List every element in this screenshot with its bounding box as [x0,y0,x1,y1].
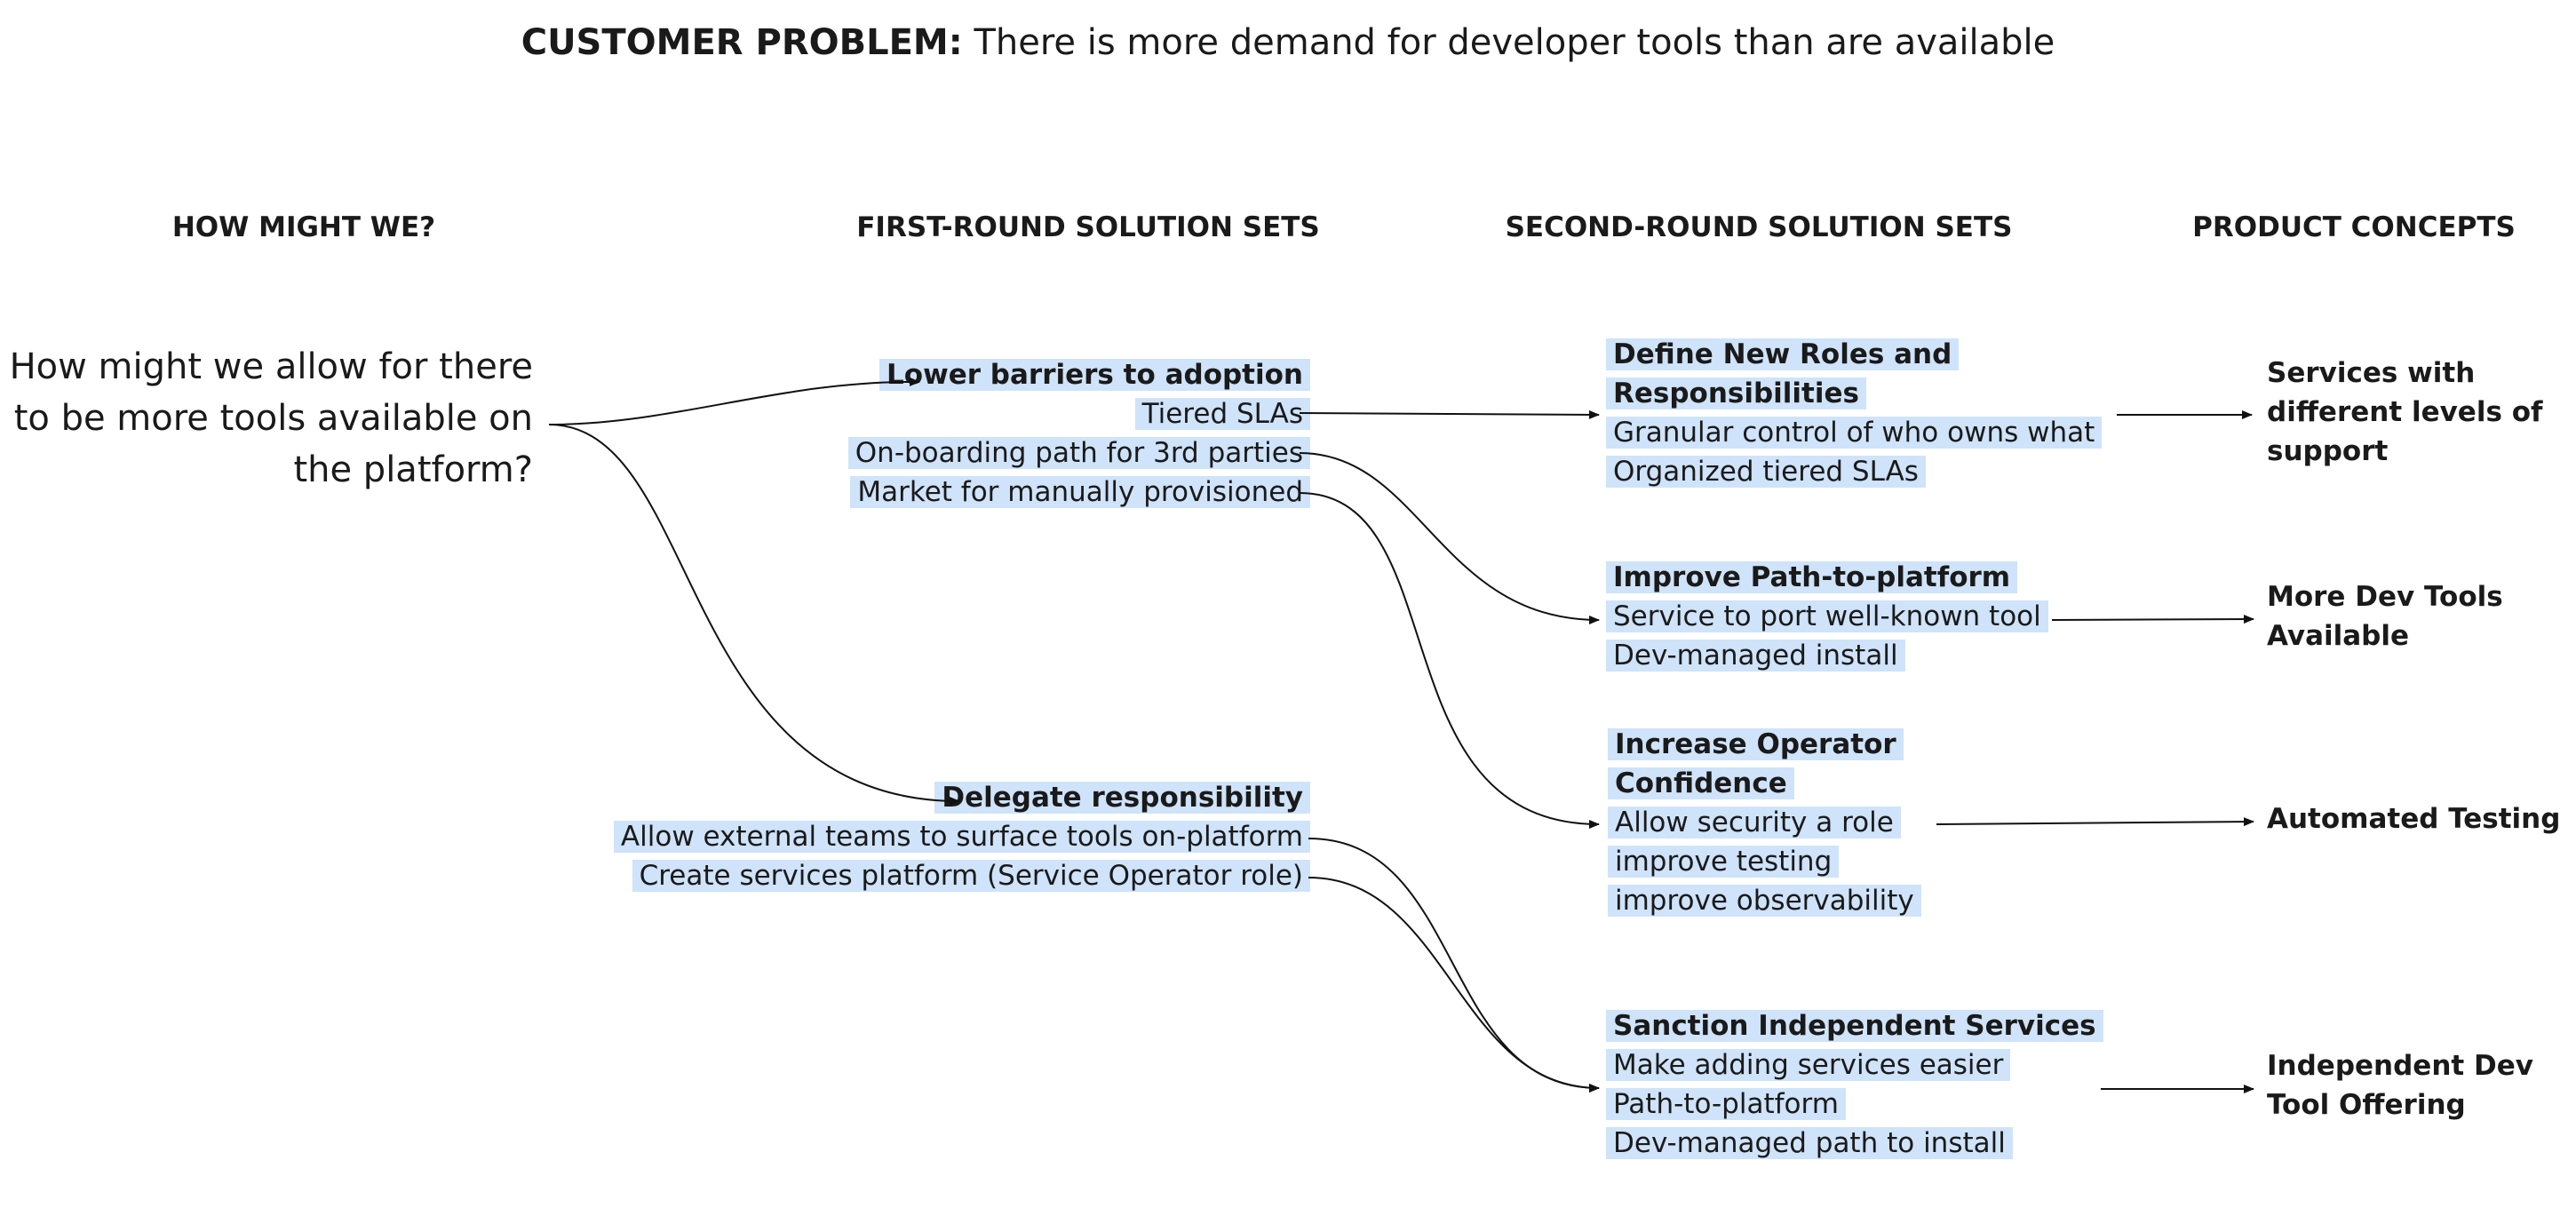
solution-item: Allow external teams to surface tools on… [613,821,1310,853]
solution-item: On-boarding path for 3rd parties [847,437,1310,469]
solution-item: Market for manually provisioned [850,476,1310,508]
solution-item: Allow security a role [1608,807,1901,838]
solution-set-title: Lower barriers to adoption [879,359,1310,391]
second-round-set-operator-confidence: Increase Operator Confidence Allow secur… [1608,725,1921,920]
connector-arrow [1936,817,2254,827]
first-round-set-delegate: Delegate responsibility Allow external t… [613,778,1310,895]
solution-item: Tiered SLAs [1134,398,1310,430]
concept-line: Automated Testing [2267,803,2561,835]
concept-line: Services with [2267,357,2476,389]
solution-item: Path-to-platform [1606,1088,1846,1120]
connector-arrow [548,377,920,425]
solution-item: improve testing [1608,846,1840,878]
product-concept: Services with different levels of suppor… [2267,354,2542,471]
solution-item: Dev-managed install [1606,640,1905,672]
solution-set-title: Improve Path-to-platform [1606,561,2018,593]
connector-arrow [2051,615,2254,624]
second-round-set-independent-services: Sanction Independent Services Make addin… [1606,1006,2103,1163]
connector-arrow [1308,838,1600,1093]
solution-set-title: Define New Roles and [1606,338,1960,370]
solution-set-title: Delegate responsibility [934,782,1310,814]
solution-item: Granular control of who owns what [1606,417,2103,449]
concept-line: different levels of [2267,396,2543,428]
solution-item: Create services platform (Service Operat… [632,860,1310,892]
solution-item: Make adding services easier [1606,1049,2011,1081]
customer-problem-label: CUSTOMER PROBLEM: [521,22,963,63]
concept-line: Available [2267,620,2410,652]
customer-problem-text: There is more demand for developer tools… [962,22,2055,63]
product-concept: Independent Dev Tool Offering [2267,1046,2533,1125]
product-concept: More Dev Tools Available [2267,577,2503,656]
customer-problem-title: CUSTOMER PROBLEM: There is more demand f… [0,22,2576,63]
connector-arrow [1299,452,1600,624]
solution-set-title: Responsibilities [1606,378,1866,409]
connector-arrow [1299,409,1600,419]
header-product-concepts: PRODUCT CONCEPTS [2192,211,2516,243]
solution-item: Dev-managed path to install [1606,1127,2013,1159]
first-round-set-lower-barriers: Lower barriers to adoption Tiered SLAs O… [847,355,1310,512]
concept-line: support [2267,435,2389,467]
connector-arrow [548,424,960,806]
product-concept: Automated Testing [2267,799,2560,838]
concept-line: More Dev Tools [2267,581,2503,613]
second-round-set-path-to-platform: Improve Path-to-platform Service to port… [1606,558,2048,675]
solution-set-title: Sanction Independent Services [1606,1010,2103,1042]
solution-item: Service to port well-known tool [1606,600,2048,632]
second-round-set-roles: Define New Roles and Responsibilities Gr… [1606,335,2103,491]
concept-line: Tool Offering [2267,1089,2466,1121]
header-second-round: SECOND-ROUND SOLUTION SETS [1505,211,2013,243]
header-how-might-we: HOW MIGHT WE? [171,211,436,243]
solution-item: improve observability [1608,885,1921,917]
solution-set-title: Confidence [1608,767,1794,799]
header-first-round: FIRST-ROUND SOLUTION SETS [856,211,1320,243]
solution-set-title: Increase Operator [1608,728,1904,760]
connector-arrow [1308,877,1600,1093]
how-might-we-question: How might we allow for there to be more … [9,346,533,490]
concept-line: Independent Dev [2267,1050,2533,1082]
solution-item: Organized tiered SLAs [1606,456,1926,488]
connector-arrow [1299,492,1600,829]
